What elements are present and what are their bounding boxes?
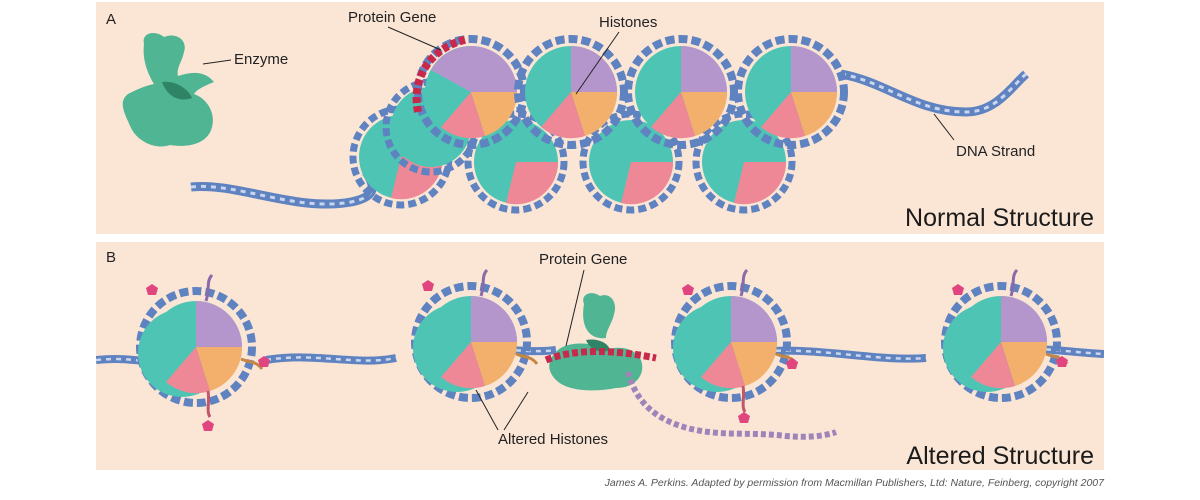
normal-structure-title: Normal Structure [905, 204, 1094, 232]
histone-marks-3 [682, 284, 798, 423]
nucleosome-3 [671, 268, 799, 413]
panel-a-letter: A [106, 11, 117, 28]
histone-marks-2 [422, 280, 434, 291]
nucleosome-2 [411, 268, 539, 402]
nucleosome-1 [136, 273, 264, 418]
altered-histones-label: Altered Histones [498, 431, 609, 448]
protein-gene-segment [412, 35, 469, 113]
protein-gene-label-b: Protein Gene [539, 251, 628, 268]
dna-strand-label: DNA Strand [956, 143, 1036, 160]
nucleosome-front-row [414, 35, 848, 149]
panel-altered-structure: B Protein Gene Altered Histones Altered … [96, 242, 1104, 470]
panel-normal-structure: A Protein Gene Histones Enzyme DNA Stran… [96, 2, 1104, 234]
panel-b-letter: B [106, 249, 117, 266]
enzyme-shape [122, 32, 214, 147]
dna-strand-right [840, 69, 1030, 117]
protein-gene-label: Protein Gene [348, 9, 437, 26]
enzyme-on-gene [544, 293, 838, 440]
histone-marks-1 [146, 284, 270, 431]
nucleosome-4 [941, 268, 1069, 402]
histone-marks-4 [952, 284, 1068, 367]
enzyme-label: Enzyme [234, 51, 289, 68]
label-leader-lines-b [475, 269, 585, 431]
altered-structure-illustration [96, 268, 1104, 440]
histones-label: Histones [599, 14, 658, 31]
altered-structure-title: Altered Structure [906, 442, 1094, 470]
normal-structure-illustration [122, 26, 1030, 214]
credit-line: James A. Perkins. Adapted by permission … [604, 477, 1104, 489]
label-leader-lines [202, 26, 955, 141]
